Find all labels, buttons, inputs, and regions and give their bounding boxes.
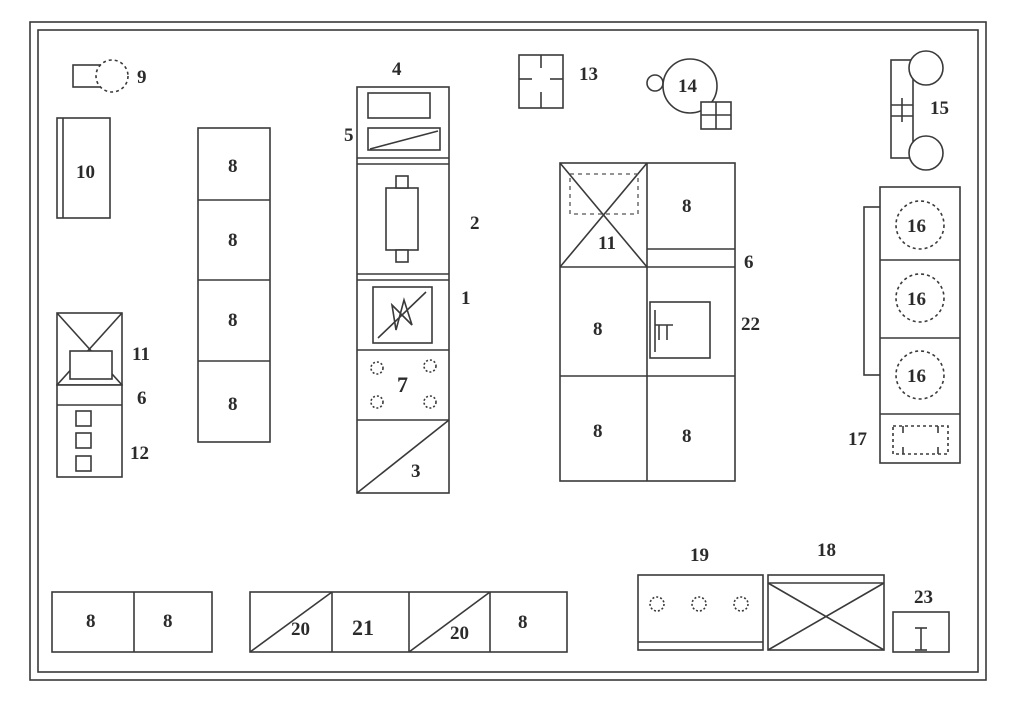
label-1: 1 <box>461 288 471 309</box>
outer-wall <box>29 21 987 681</box>
label-14: 14 <box>678 76 698 97</box>
equipment-11-left <box>56 312 123 386</box>
label-8-g: 8 <box>593 421 603 442</box>
label-20-a: 20 <box>291 619 310 640</box>
label-18: 18 <box>817 540 836 561</box>
tables-column-8 <box>197 127 271 443</box>
label-16-b: 16 <box>907 289 926 310</box>
label-6-right: 6 <box>744 252 754 273</box>
label-8-i: 8 <box>86 611 96 632</box>
label-23: 23 <box>914 587 933 608</box>
equipment-18 <box>767 574 885 651</box>
inner-wall <box>37 29 979 673</box>
label-6-left: 6 <box>137 388 147 409</box>
label-3: 3 <box>411 461 421 482</box>
equipment-23 <box>892 611 950 653</box>
label-2: 2 <box>470 213 480 234</box>
tables-bottom-left <box>51 591 213 653</box>
equipment-13 <box>518 54 564 109</box>
label-20-b: 20 <box>450 623 469 644</box>
label-11-right: 11 <box>598 233 616 254</box>
label-8-f: 8 <box>593 319 603 340</box>
equipment-14 <box>646 58 732 130</box>
label-8-c: 8 <box>228 310 238 331</box>
label-8-e: 8 <box>682 196 692 217</box>
label-16-a: 16 <box>907 216 926 237</box>
central-line <box>356 86 450 494</box>
label-8-h: 8 <box>682 426 692 447</box>
label-8-d: 8 <box>228 394 238 415</box>
label-4: 4 <box>392 59 402 80</box>
equipment-15 <box>890 50 944 171</box>
label-8-k: 8 <box>518 612 528 633</box>
label-10: 10 <box>76 162 95 183</box>
label-8-b: 8 <box>228 230 238 251</box>
label-9: 9 <box>137 67 147 88</box>
equipment-12 <box>56 384 123 478</box>
label-22: 22 <box>741 314 760 335</box>
label-21: 21 <box>352 615 374 640</box>
label-5: 5 <box>344 125 354 146</box>
bottom-middle-row <box>249 591 568 653</box>
label-16-c: 16 <box>907 366 926 387</box>
label-8-a: 8 <box>228 156 238 177</box>
equipment-16-17 <box>863 186 961 464</box>
label-12: 12 <box>130 443 149 464</box>
label-17: 17 <box>848 429 868 450</box>
label-8-j: 8 <box>163 611 173 632</box>
label-7: 7 <box>397 372 408 397</box>
equipment-10 <box>56 117 111 219</box>
label-19: 19 <box>690 545 709 566</box>
right-center-block <box>559 162 736 482</box>
label-13: 13 <box>579 64 598 85</box>
equipment-9 <box>72 59 129 93</box>
equipment-19 <box>637 574 764 651</box>
label-11-left: 11 <box>132 344 150 365</box>
label-15: 15 <box>930 98 949 119</box>
